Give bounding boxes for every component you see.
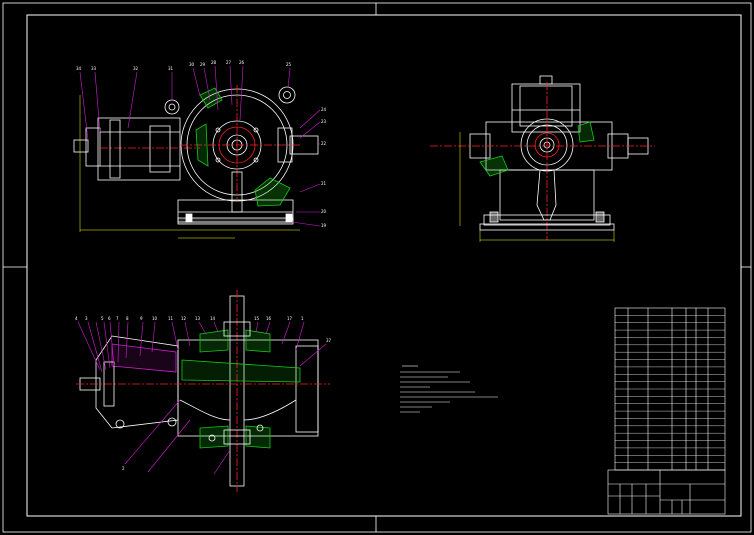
front-view-callout-labels: 34 33 32 31 30 29 28 27 26 25 24 23 22 2… bbox=[76, 60, 327, 228]
callout-4: 4 bbox=[75, 316, 78, 321]
callout-9: 9 bbox=[140, 316, 143, 321]
callout-2: 2 bbox=[122, 466, 125, 471]
callout-10: 10 bbox=[152, 316, 158, 321]
callout-30: 30 bbox=[189, 62, 195, 67]
callout-25: 25 bbox=[286, 62, 292, 67]
callout-33: 33 bbox=[91, 66, 97, 71]
section-view-callout-labels: 4 3 5 6 7 8 9 10 11 12 13 14 15 16 17 1 … bbox=[75, 316, 332, 471]
callout-16: 16 bbox=[266, 316, 272, 321]
inner-border bbox=[26, 14, 742, 517]
callout-7: 7 bbox=[116, 316, 119, 321]
callout-29: 29 bbox=[200, 62, 206, 67]
callout-8: 8 bbox=[126, 316, 129, 321]
callout-6: 6 bbox=[108, 316, 111, 321]
side-view bbox=[430, 75, 655, 242]
callout-31: 31 bbox=[168, 66, 174, 71]
technical-notes bbox=[400, 365, 498, 413]
callout-28: 28 bbox=[211, 60, 217, 65]
callout-19: 19 bbox=[321, 223, 327, 228]
callout-14: 14 bbox=[210, 316, 216, 321]
section-view bbox=[76, 290, 330, 492]
callout-24: 24 bbox=[321, 107, 327, 112]
callout-32: 32 bbox=[133, 66, 139, 71]
callout-3: 3 bbox=[85, 316, 88, 321]
front-view-callouts bbox=[79, 65, 321, 227]
callout-20: 20 bbox=[321, 209, 327, 214]
callout-34: 34 bbox=[76, 66, 82, 71]
callout-23: 23 bbox=[321, 119, 327, 124]
front-view bbox=[73, 85, 319, 239]
callout-13: 13 bbox=[195, 316, 201, 321]
callout-5: 5 bbox=[101, 316, 104, 321]
callout-26: 26 bbox=[239, 60, 245, 65]
callout-15: 15 bbox=[254, 316, 260, 321]
callout-11: 11 bbox=[168, 316, 174, 321]
callout-37: 37 bbox=[326, 338, 332, 343]
callout-21: 21 bbox=[321, 181, 327, 186]
section-view-callouts bbox=[77, 321, 327, 475]
callout-1: 1 bbox=[301, 316, 304, 321]
parts-list-rows bbox=[615, 315, 725, 463]
callout-22: 22 bbox=[321, 141, 327, 146]
callout-27: 27 bbox=[226, 60, 232, 65]
callout-12: 12 bbox=[181, 316, 187, 321]
callout-17: 17 bbox=[287, 316, 293, 321]
